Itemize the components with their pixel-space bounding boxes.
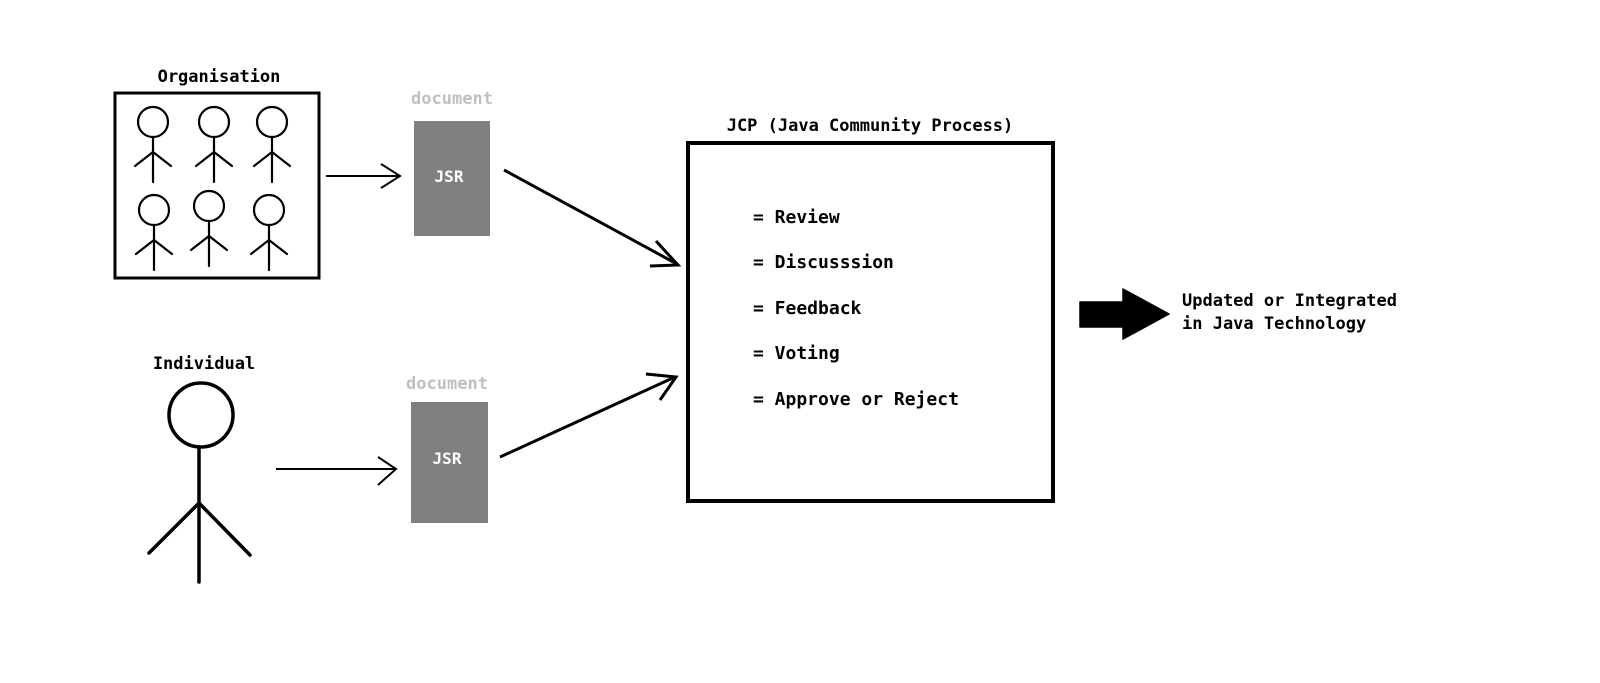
- person-icon: [194, 105, 234, 184]
- person-icon: [189, 189, 229, 268]
- organisation-people: [133, 105, 292, 272]
- outcome-line-2: in Java Technology: [1182, 314, 1366, 334]
- jsr-label: JSR: [435, 167, 464, 186]
- jsr-document-shape: [414, 121, 490, 236]
- person-icon: [249, 193, 289, 272]
- organisation-to-document-arrow: [326, 163, 402, 189]
- document-caption: document: [411, 89, 493, 109]
- jsr-document-shape: [411, 402, 488, 523]
- jcp-step: = Voting: [753, 343, 840, 364]
- individual-group: Individual: [147, 354, 255, 584]
- jcp-box: [686, 141, 1055, 503]
- outcome: Updated or Integrated in Java Technology: [1182, 291, 1397, 334]
- person-icon: [252, 105, 292, 184]
- jcp-step: = Feedback: [753, 298, 862, 319]
- document-2: document JSR: [406, 374, 488, 523]
- person-icon: [133, 105, 173, 184]
- jcp-title: JCP (Java Community Process): [727, 116, 1014, 136]
- document-1: document JSR: [411, 89, 493, 236]
- jcp-step: = Discusssion: [753, 252, 894, 273]
- organisation-box: [113, 91, 321, 280]
- block-arrow-icon: [1079, 288, 1170, 340]
- jsr-label: JSR: [433, 449, 462, 468]
- person-icon: [147, 381, 252, 584]
- jcp-step: = Approve or Reject: [753, 389, 959, 410]
- organisation-label: Organisation: [158, 67, 281, 87]
- document-caption: document: [406, 374, 488, 394]
- individual-label: Individual: [153, 354, 255, 374]
- person-icon: [134, 193, 174, 272]
- outcome-line-1: Updated or Integrated: [1182, 291, 1397, 311]
- organisation-group: Organisation: [113, 67, 321, 280]
- document-to-jcp-arrow-top: [503, 168, 682, 268]
- document-to-jcp-arrow-bottom: [499, 372, 679, 459]
- jcp-group: JCP (Java Community Process) = Review = …: [686, 116, 1055, 503]
- individual-to-document-arrow: [276, 456, 398, 486]
- jcp-step: = Review: [753, 207, 840, 228]
